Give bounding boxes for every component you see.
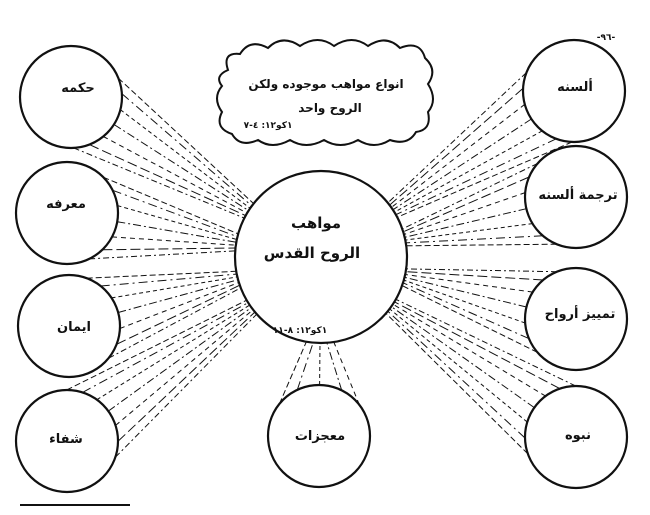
ray-interpretation: [402, 162, 538, 230]
circle-healing: [14, 388, 120, 494]
ray-healing: [115, 309, 254, 426]
label-knowledge: معرفه: [46, 197, 86, 212]
ray-wisdom: [73, 147, 245, 219]
label-tongues: ألسنه: [557, 78, 593, 95]
ray-faith: [108, 287, 241, 359]
circle-faith: [16, 273, 122, 379]
ray-miracles: [296, 342, 314, 390]
circle-wisdom: [18, 44, 124, 150]
ray-discernment: [406, 268, 558, 273]
ray-tongues: [395, 138, 557, 216]
ray-knowledge: [89, 250, 236, 260]
ray-tongues: [387, 72, 527, 204]
header-line1: انواع مواهب موجوده ولكن: [248, 77, 403, 92]
ray-prophecy: [389, 308, 528, 423]
ray-miracles: [333, 341, 360, 405]
ray-discernment: [405, 274, 533, 293]
page-number: -٩٦-: [597, 33, 616, 43]
label-wisdom: حكمه: [61, 81, 95, 96]
circle-interpretation: [523, 144, 629, 250]
ray-wisdom: [117, 77, 254, 204]
ray-healing: [117, 311, 256, 442]
label-healing: شفاء: [49, 432, 83, 447]
ray-healing: [108, 307, 252, 412]
ray-knowledge: [103, 176, 239, 235]
ray-tongues: [397, 141, 573, 218]
label-interpretation: ترجمة ألسنه: [538, 186, 617, 203]
ray-interpretation: [403, 176, 530, 233]
circle-miracles: [266, 383, 372, 489]
ray-prophecy: [392, 303, 546, 397]
ray-discernment: [404, 276, 527, 308]
connector-rays: [66, 72, 576, 458]
ray-knowledge: [117, 205, 237, 240]
ray-tongues: [394, 130, 543, 213]
ray-wisdom: [113, 124, 249, 212]
ray-discernment: [402, 282, 530, 340]
label-prophecy: نبوه: [565, 428, 591, 443]
label-miracles: معجزات: [295, 429, 345, 444]
header-reference: ١كو١٢: ٤-٧: [244, 121, 293, 131]
ray-healing: [82, 302, 249, 393]
ray-discernment: [403, 279, 526, 324]
ray-interpretation: [405, 223, 533, 241]
ray-tongues: [389, 87, 524, 206]
ray-miracles: [326, 342, 343, 391]
ray-knowledge: [112, 189, 238, 238]
ray-prophecy: [395, 298, 576, 387]
ray-knowledge: [102, 247, 236, 251]
ray-knowledge: [111, 236, 236, 246]
ray-healing: [66, 299, 247, 391]
ray-faith: [100, 273, 237, 287]
ray-healing: [115, 313, 258, 458]
ray-faith: [119, 282, 240, 329]
center-title: مواهب: [291, 214, 341, 232]
ray-tongues: [392, 118, 532, 211]
ray-faith: [86, 270, 237, 279]
ray-tongues: [390, 103, 526, 208]
ray-faith: [118, 279, 239, 313]
ray-knowledge: [117, 221, 237, 243]
ray-wisdom: [89, 144, 246, 217]
center-subtitle: الروح القدس: [264, 244, 360, 262]
ray-prophecy: [385, 313, 529, 455]
circle-knowledge: [14, 160, 120, 266]
ray-faith: [111, 276, 238, 299]
header-line2: الروح واحد: [298, 101, 362, 116]
ray-wisdom: [120, 109, 251, 209]
label-discernment: تمييز أرواح: [545, 305, 616, 322]
ray-interpretation: [406, 243, 557, 247]
cloud-box: [216, 39, 434, 146]
ray-interpretation: [405, 235, 543, 244]
ray-miracles: [278, 341, 307, 405]
circle-tongues: [521, 38, 627, 144]
circle-discernment: [523, 266, 629, 372]
ray-interpretation: [403, 192, 526, 235]
center-reference: ١كو١٢: ٨-١١: [273, 326, 327, 336]
center-circle: [233, 169, 409, 345]
ray-prophecy: [394, 301, 561, 390]
ray-prophecy: [387, 310, 526, 439]
ray-healing: [96, 304, 250, 401]
ray-interpretation: [404, 208, 527, 238]
ray-faith: [116, 284, 241, 345]
ray-prophecy: [391, 306, 535, 409]
ray-discernment: [401, 285, 538, 353]
ray-discernment: [405, 271, 544, 281]
label-faith: ايمان: [57, 320, 91, 335]
circle-prophecy: [523, 384, 629, 490]
ray-wisdom: [103, 136, 248, 214]
